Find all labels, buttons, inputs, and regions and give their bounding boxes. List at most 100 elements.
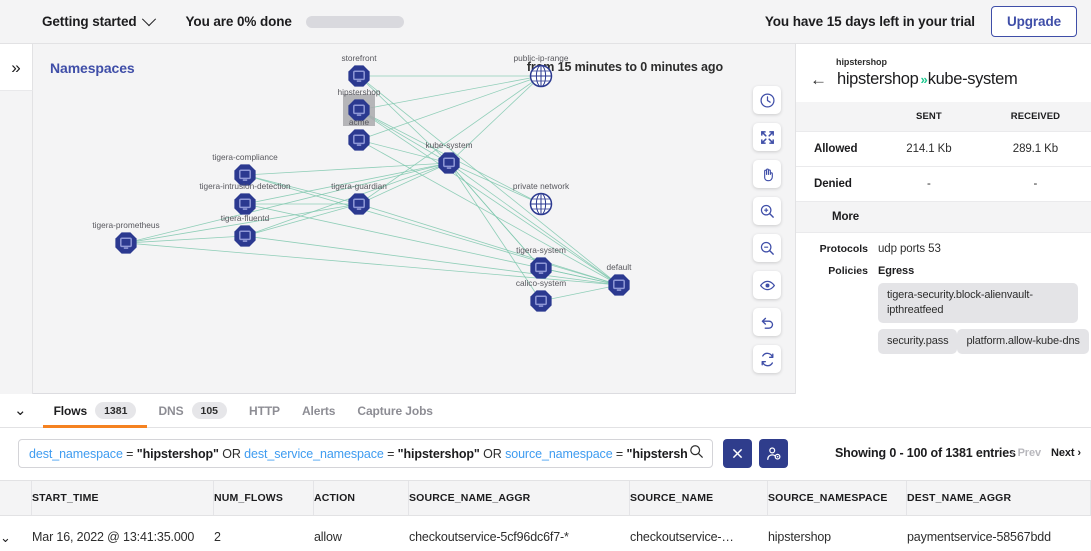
column-header-src_aggr[interactable]: SOURCE_NAME_AGGR [409,481,630,515]
query-token-bool: OR [218,446,245,461]
filter-bar: dest_namespace = "hipstershop" OR dest_s… [0,428,1091,480]
graph-node-kube-system[interactable]: kube-system [425,140,473,174]
back-arrow-icon[interactable]: ← [810,70,827,89]
column-header-start_time[interactable]: START_TIME [32,481,214,515]
graph-node-label: private network [513,181,570,191]
graph-node-calico-system[interactable]: calico-system [516,278,566,312]
graph-node-private-network[interactable]: private network [513,181,570,216]
refresh-icon[interactable] [753,345,781,373]
column-header-action[interactable]: ACTION [314,481,409,515]
results-count: Showing 0 - 100 of 1381 entries [835,446,1016,460]
graph-node-storefront[interactable]: storefront [341,53,377,87]
graph-node-default[interactable]: default [607,262,633,296]
graph-edges [125,75,620,302]
policies-key: Policies [828,265,868,277]
graph-node-label: tigera-guardian [331,181,387,191]
pagination[interactable]: ‹ Prev Next › [1011,447,1081,459]
graph-node-label: tigera-fluentd [221,213,270,223]
column-header-expand[interactable] [0,481,32,515]
graph-node-tigera-guardian[interactable]: tigera-guardian [331,181,387,215]
policy-pill[interactable]: tigera-security.block-alienvault-ipthrea… [878,283,1078,323]
stats-received: - [979,166,1091,202]
stats-col-sent: SENT [878,102,980,132]
column-header-src_name[interactable]: SOURCE_NAME [630,481,768,515]
top-bar: Getting started You are 0% done You have… [0,0,1091,44]
graph-node-label: kube-system [425,140,472,150]
double-chevron-down-icon[interactable]: ⌄ [14,402,27,419]
graph-node-label: hipstershop [338,87,381,97]
tab-capture-jobs[interactable]: Capture Jobs [346,394,443,428]
cell-src_aggr: checkoutservice-5cf96dc6f7-* [409,530,569,544]
chevron-down-icon [141,11,156,26]
tab-http[interactable]: HTTP [238,394,291,428]
cell-src_name: checkoutservice-… [630,530,734,544]
user-settings-icon[interactable] [759,439,788,468]
stats-col-received: RECEIVED [979,102,1091,132]
zoom-out-icon[interactable] [753,234,781,262]
query-token-fld: source_namespace [505,446,613,461]
tab-alerts[interactable]: Alerts [291,394,346,428]
upgrade-button[interactable]: Upgrade [990,6,1077,37]
search-input[interactable]: dest_namespace = "hipstershop" OR dest_s… [18,439,713,468]
detail-title-source: hipstershop [837,70,919,88]
time-range-label: from 15 minutes to 0 minutes ago [526,60,723,74]
graph-node-tigera-intrusion-detection[interactable]: tigera-intrusion-detection [199,181,291,215]
column-header-dst_aggr[interactable]: DEST_NAME_AGGR [907,481,1091,515]
policy-pill[interactable]: security.pass [878,328,958,354]
tab-label: Flows [53,403,88,418]
next-page-button[interactable]: Next › [1051,447,1081,459]
graph-node-label: tigera-prometheus [92,220,159,230]
clear-filter-button[interactable] [723,439,752,468]
column-header-num_flows[interactable]: NUM_FLOWS [214,481,314,515]
query-token-val: "hipstershop" [397,446,480,461]
graph-node-tigera-system[interactable]: tigera-system [516,245,566,279]
eye-icon[interactable] [753,271,781,299]
graph-node-tigera-fluentd[interactable]: tigera-fluentd [221,213,270,247]
query-token-op: = [383,446,398,461]
query-token-op: = [612,446,627,461]
graph-node-hipstershop[interactable]: hipstershop [338,87,381,126]
tab-flows[interactable]: Flows 1381 [42,394,148,428]
graph-node-tigera-compliance[interactable]: tigera-compliance [212,152,278,186]
graph-node-tigera-prometheus[interactable]: tigera-prometheus [92,220,160,254]
tab-label: Alerts [301,403,336,418]
tab-badge: 105 [191,402,228,419]
search-icon[interactable] [689,444,704,464]
sidebar-rail [0,91,33,394]
row-expand-chevron-down-icon[interactable]: ⌄ [0,530,11,545]
graph-toolbar[interactable] [753,86,781,373]
more-section-header[interactable]: More [796,202,1091,233]
graph-node-public-ip-range[interactable]: public-ip-range [514,53,569,88]
graph-node-acme[interactable]: acme [348,117,370,151]
tab-label: DNS [158,403,184,418]
tab-badge: 1381 [95,402,137,419]
undo-icon[interactable] [753,308,781,336]
cell-action: allow [314,530,342,544]
zoom-in-icon[interactable] [753,197,781,225]
prev-page-button[interactable]: ‹ Prev [1011,447,1042,459]
stats-col-blank [796,102,878,132]
stats-row-label: Denied [796,166,878,202]
bottom-tabs-bar: ⌄ Flows 1381 DNS 105 HTTP Alerts Capture Jobs [0,394,1091,428]
sidebar-expand-button[interactable]: » [0,44,33,91]
page-title: Namespaces [50,60,135,76]
policy-pill[interactable]: platform.allow-kube-dns [957,328,1089,354]
expand-icon[interactable] [753,123,781,151]
service-graph-panel[interactable]: Namespaces from 15 minutes to 0 minutes … [33,44,795,394]
protocols-row: Protocols udp ports 53 [796,233,1091,255]
hand-icon[interactable] [753,160,781,188]
stats-sent: - [878,166,980,202]
stats-sent: 214.1 Kb [878,131,980,167]
column-header-src_ns[interactable]: SOURCE_NAMESPACE [768,481,907,515]
clock-icon[interactable] [753,86,781,114]
tab-dns[interactable]: DNS 105 [147,394,238,428]
stats-header-row: SENT RECEIVED [796,102,1091,132]
getting-started-dropdown[interactable]: Getting started [42,11,156,29]
policies-value: Egress tigera-security.block-alienvault-… [878,265,1091,354]
cell-src_ns: hipstershop [768,530,831,544]
